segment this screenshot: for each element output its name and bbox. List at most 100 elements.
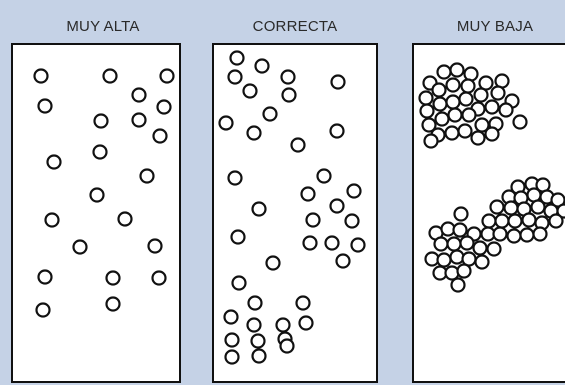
particle-circle xyxy=(133,89,146,102)
particle-circle xyxy=(249,297,262,310)
particle-circle xyxy=(337,255,350,268)
particles-correcta xyxy=(214,45,380,385)
particle-circle xyxy=(107,298,120,311)
label-muy-alta: MUY ALTA xyxy=(18,18,188,35)
particle-circle xyxy=(331,200,344,213)
particle-circle xyxy=(256,60,269,73)
particle-circle xyxy=(433,84,446,97)
particle-circle xyxy=(37,304,50,317)
particle-circle xyxy=(435,238,448,251)
particle-circle xyxy=(488,243,501,256)
particle-circle xyxy=(505,202,518,215)
particle-circle xyxy=(452,279,465,292)
particle-circle xyxy=(532,201,545,214)
particle-circle xyxy=(459,125,472,138)
particle-circle xyxy=(438,66,451,79)
particle-circle xyxy=(158,101,171,114)
particle-circle xyxy=(48,156,61,169)
particle-circle xyxy=(74,241,87,254)
particle-circle xyxy=(492,87,505,100)
particle-circle xyxy=(534,228,547,241)
particle-circle xyxy=(458,265,471,278)
particle-circle xyxy=(420,92,433,105)
particle-circle xyxy=(446,127,459,140)
panel-correcta xyxy=(212,43,378,383)
particle-circle xyxy=(229,71,242,84)
panel-muy-alta xyxy=(11,43,181,383)
particle-circle xyxy=(514,116,527,129)
particle-circle xyxy=(95,115,108,128)
particle-circle xyxy=(302,188,315,201)
particle-circle xyxy=(35,70,48,83)
label-muy-baja: MUY BAJA xyxy=(410,18,565,35)
particle-circle xyxy=(141,170,154,183)
particle-circle xyxy=(462,80,475,93)
particle-circle xyxy=(425,135,438,148)
particle-circle xyxy=(476,256,489,269)
particle-circle xyxy=(447,96,460,109)
particle-circle xyxy=(39,271,52,284)
particle-circle xyxy=(226,334,239,347)
particle-circle xyxy=(521,229,534,242)
particle-circle xyxy=(282,71,295,84)
particle-circle xyxy=(523,214,536,227)
particle-circle xyxy=(232,231,245,244)
particle-circle xyxy=(264,108,277,121)
particle-circle xyxy=(438,254,451,267)
particle-circle xyxy=(494,228,507,241)
particle-circle xyxy=(472,132,485,145)
particle-circle xyxy=(281,340,294,353)
particle-circle xyxy=(460,93,473,106)
particle-circle xyxy=(508,230,521,243)
particle-circle xyxy=(104,70,117,83)
particle-circle xyxy=(91,189,104,202)
particle-circle xyxy=(253,350,266,363)
particle-circle xyxy=(496,215,509,228)
particle-circle xyxy=(133,114,146,127)
particle-circle xyxy=(474,242,487,255)
particle-circle xyxy=(46,214,59,227)
particle-circle xyxy=(318,170,331,183)
particle-circle xyxy=(149,240,162,253)
particle-circle xyxy=(447,79,460,92)
particle-circle xyxy=(292,139,305,152)
particle-circle xyxy=(455,208,468,221)
particle-circle xyxy=(550,215,563,228)
particle-circle xyxy=(434,98,447,111)
particle-circle xyxy=(449,109,462,122)
particle-circle xyxy=(451,251,464,264)
particle-circle xyxy=(154,130,167,143)
particles-muy-baja xyxy=(414,45,565,385)
particle-circle xyxy=(346,215,359,228)
particle-circle xyxy=(348,185,361,198)
particle-circle xyxy=(483,215,496,228)
particle-circle xyxy=(226,351,239,364)
particle-circle xyxy=(119,213,132,226)
particle-circle xyxy=(220,117,233,130)
particle-circle xyxy=(94,146,107,159)
particle-circle xyxy=(277,319,290,332)
particle-circle xyxy=(448,238,461,251)
particle-circle xyxy=(307,214,320,227)
particles-muy-alta xyxy=(13,45,183,385)
particle-circle xyxy=(300,317,313,330)
particle-circle xyxy=(267,257,280,270)
particle-circle xyxy=(39,100,52,113)
particle-circle xyxy=(252,335,265,348)
particle-circle xyxy=(248,319,261,332)
particle-circle xyxy=(475,89,488,102)
particle-circle xyxy=(304,237,317,250)
particle-circle xyxy=(233,277,246,290)
particle-circle xyxy=(331,125,344,138)
particle-circle xyxy=(231,52,244,65)
particle-circle xyxy=(421,105,434,118)
particle-circle xyxy=(229,172,242,185)
particle-circle xyxy=(500,104,513,117)
particle-circle xyxy=(225,311,238,324)
particle-circle xyxy=(486,101,499,114)
particle-circle xyxy=(454,224,467,237)
particle-circle xyxy=(465,68,478,81)
particle-circle xyxy=(491,201,504,214)
particle-circle xyxy=(326,237,339,250)
particle-circle xyxy=(436,113,449,126)
